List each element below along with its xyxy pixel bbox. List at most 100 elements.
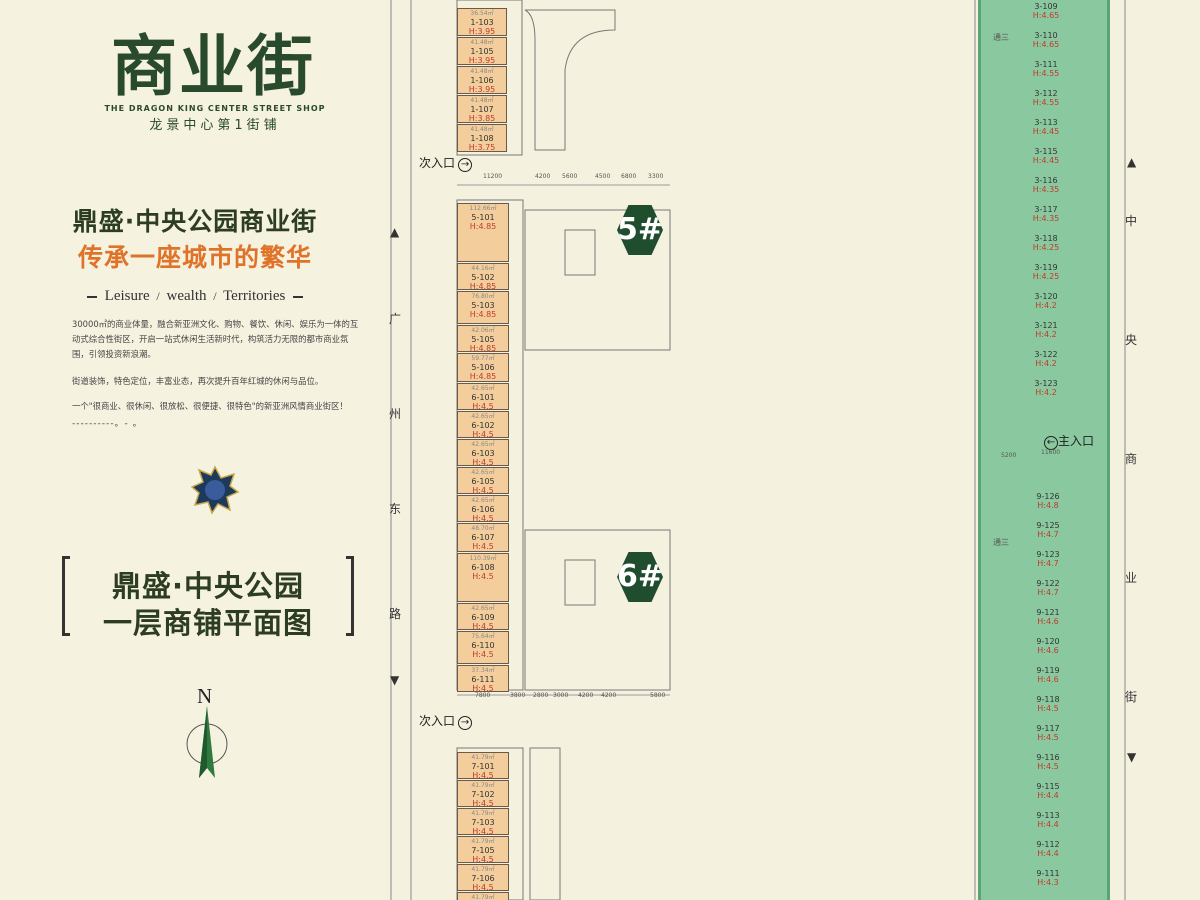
unit-code: 5-102 — [471, 273, 495, 282]
logo-english: THE DRAGON KING CENTER STREET SHOP — [104, 104, 326, 113]
unit-height: H:4.85 — [469, 310, 497, 319]
arrow-up-icon: ▲ — [390, 225, 400, 239]
info-panel: 商业街 THE DRAGON KING CENTER STREET SHOP 龙… — [0, 0, 385, 900]
unit-code: 3-121 — [1034, 321, 1058, 330]
dimension-label: 4500 — [595, 173, 611, 180]
unit-code: 9-115 — [1036, 782, 1060, 791]
logo-wordmark: 商业街 — [111, 27, 315, 105]
unit-area: 42.65㎡ — [471, 413, 495, 420]
logo-chinese: 龙景中心第1街铺 — [149, 118, 281, 133]
unit-code: 3-109 — [1034, 2, 1058, 11]
unit-area: 42.65㎡ — [471, 469, 495, 476]
unit-height: H:4.7 — [1037, 530, 1059, 539]
unit-height: H:3.95 — [468, 27, 496, 36]
unit-height: H:4.6 — [1037, 675, 1059, 684]
secondary-entrance-bottom: 次入口→ — [419, 712, 473, 730]
unit-area: 41.79㎡ — [471, 810, 495, 817]
unit-height: H:4.5 — [1037, 733, 1059, 742]
description-dashes: ----------。- 。 — [72, 419, 143, 429]
unit-area: 41.48㎡ — [470, 39, 494, 46]
road-label-char: 业 — [1125, 571, 1138, 585]
unit-area: 110.39㎡ — [469, 555, 497, 562]
unit-code: 1-103 — [470, 18, 494, 27]
unit-height: H:4.5 — [472, 684, 494, 692]
dimension-label: 4200 — [535, 173, 551, 180]
unit-height: H:4.7 — [1037, 588, 1059, 597]
headline-primary: 鼎盛·中央公园商业街 — [72, 207, 318, 236]
dimension-label: 5600 — [562, 173, 578, 180]
unit-code: 6-103 — [471, 449, 495, 458]
unit-height: H:4.5 — [472, 430, 494, 438]
unit-height: H:4.5 — [472, 827, 494, 835]
unit-code: 7-106 — [471, 874, 495, 883]
road-label-char: 州 — [389, 407, 402, 421]
unit-code: 5-103 — [471, 301, 495, 310]
unit-area: 41.79㎡ — [471, 782, 495, 789]
unit-height: H:4.5 — [472, 514, 494, 522]
unit-height: H:4.6 — [1037, 646, 1059, 655]
unit-height: H:4.5 — [472, 883, 494, 891]
dimension-label: 5200 — [1001, 452, 1017, 459]
unit-code: 1-107 — [470, 105, 494, 114]
unit-height: H:4.45 — [1032, 127, 1060, 136]
wc-label: 通三 — [993, 33, 1009, 42]
unit-height: H:3.85 — [468, 114, 496, 123]
tagline: Leisure / wealth / Territories — [20, 288, 370, 305]
title-box — [62, 556, 354, 636]
